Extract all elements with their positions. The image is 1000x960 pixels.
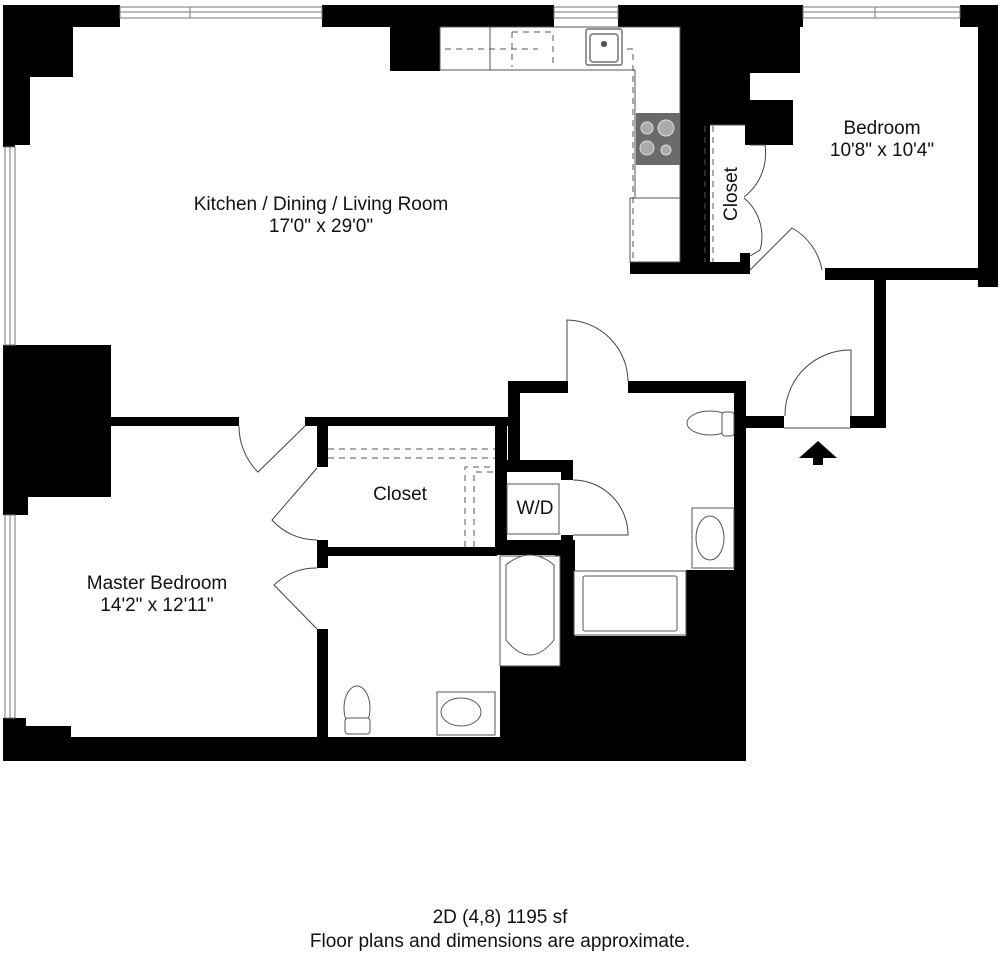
- unit-info: 2D (4,8) 1195 sf: [432, 907, 568, 928]
- living-room-name: Kitchen / Dining / Living Room: [193, 194, 449, 215]
- entry-arrow-icon: [799, 441, 837, 465]
- windows: [4, 6, 961, 719]
- master-closet-label: Closet: [373, 484, 427, 505]
- master-bedroom-dims: 14'2" x 12'11": [100, 595, 214, 616]
- living-room-label: Kitchen / Dining / Living Room 17'0" x 2…: [194, 194, 449, 238]
- bedroom-name: Bedroom: [843, 118, 921, 139]
- master-bedroom-name: Master Bedroom: [86, 573, 228, 594]
- washer-dryer-label: W/D: [516, 498, 554, 519]
- master-closet-shelves: [328, 448, 495, 547]
- unit-caption: 2D (4,8) 1195 sf Floor plans and dimensi…: [0, 906, 1000, 954]
- hall-bath-fixtures: [573, 410, 735, 636]
- bedroom-closet-shelves: [704, 126, 714, 262]
- walls: [3, 5, 998, 761]
- living-room-dims: 17'0" x 29'0": [268, 216, 374, 237]
- disclaimer: Floor plans and dimensions are approxima…: [309, 931, 691, 952]
- master-bath-fixtures: [343, 554, 561, 736]
- bedroom-closet-label: Closet: [721, 167, 742, 221]
- bedroom-label: Bedroom 10'8" x 10'4": [830, 118, 934, 162]
- master-bedroom-label: Master Bedroom 14'2" x 12'11": [87, 573, 227, 617]
- doors: [238, 144, 852, 630]
- kitchen-counters: [439, 26, 681, 263]
- washer-dryer-box: [506, 483, 560, 535]
- kitchen-sink: [585, 28, 623, 66]
- bedroom-dims: 10'8" x 10'4": [829, 140, 935, 161]
- cooktop: [636, 113, 680, 165]
